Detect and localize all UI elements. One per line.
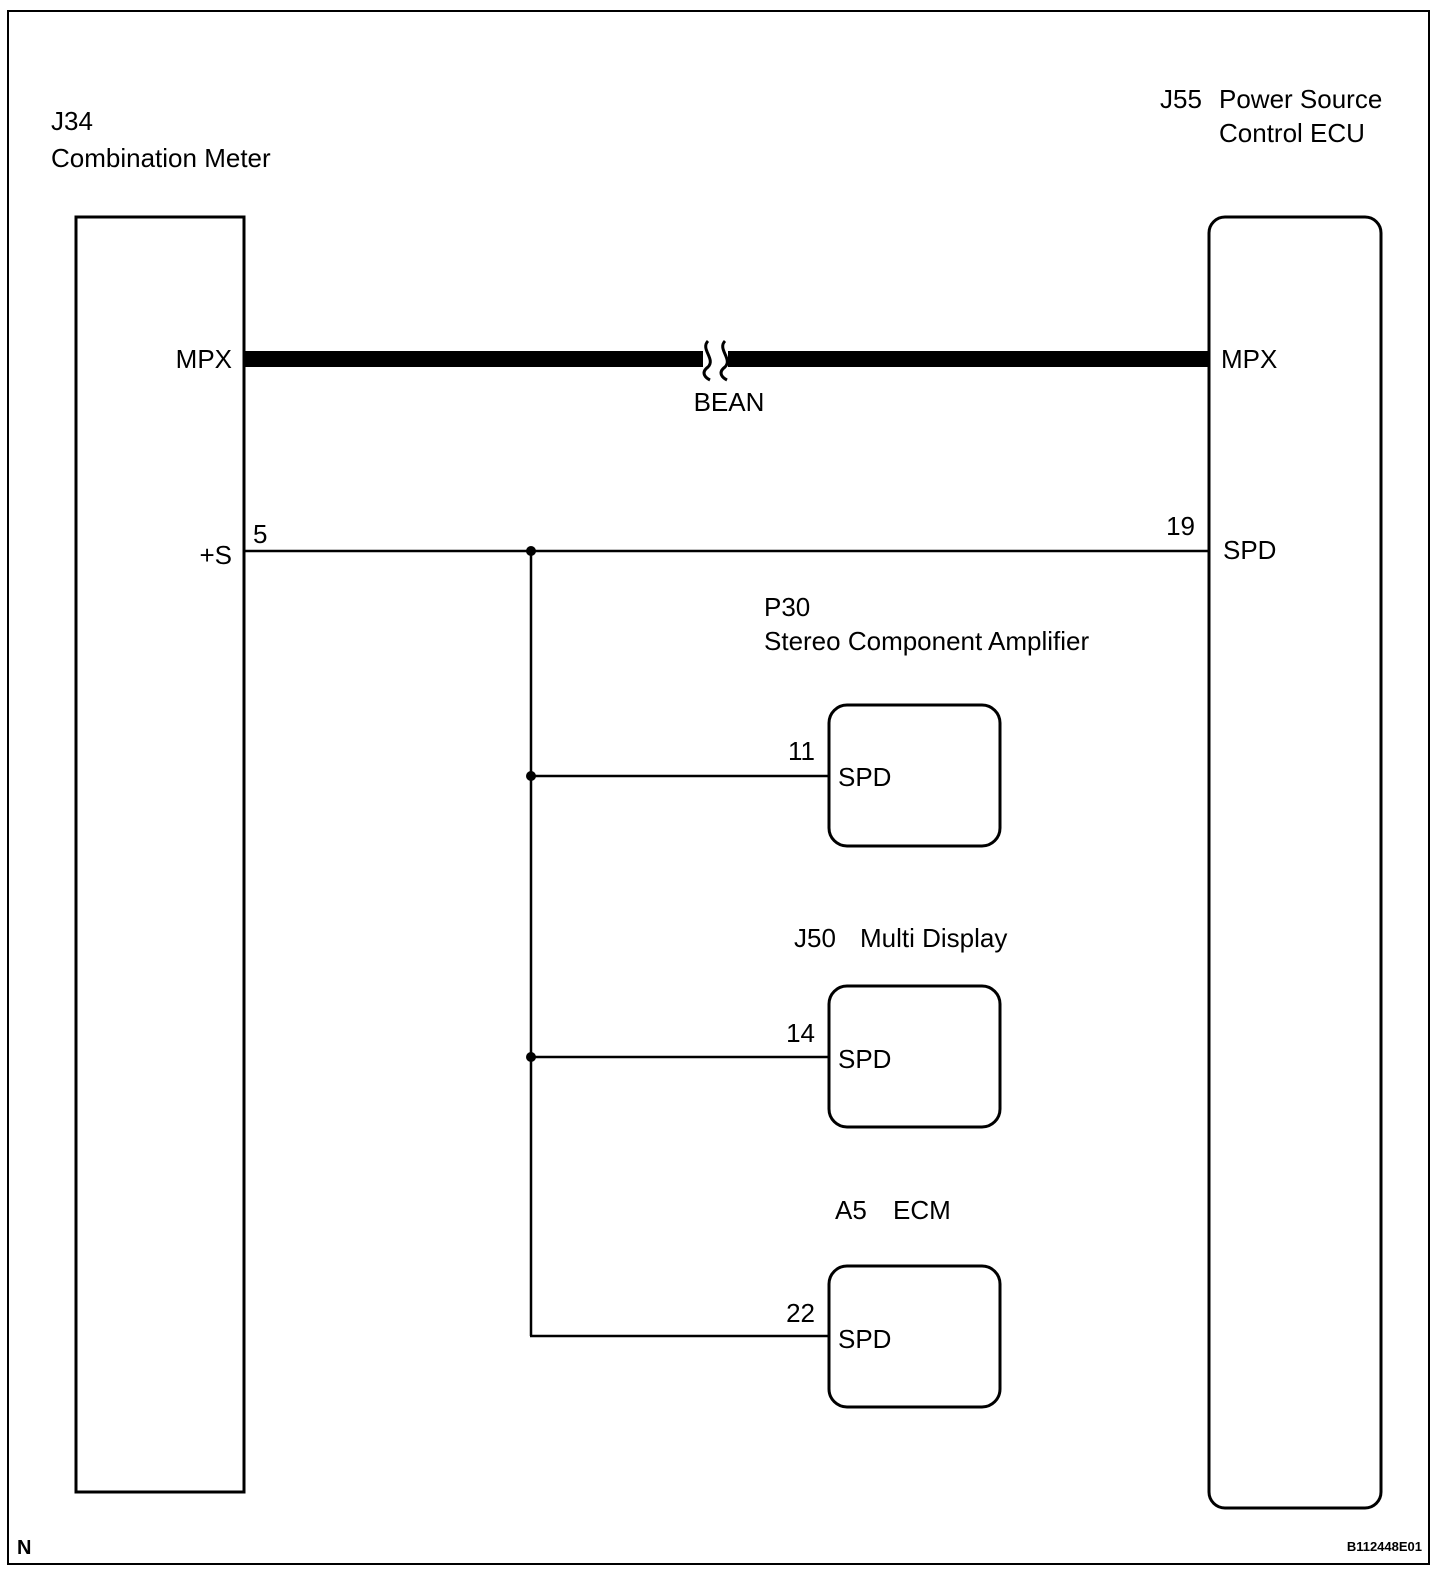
j55-name-line2: Control ECU [1219,118,1365,148]
junction-dot-1 [526,546,536,556]
j34-name: Combination Meter [51,143,271,173]
j34-combination-meter-box [74,215,246,1494]
p30-spd-pin: SPD [838,762,891,792]
bus-break-symbol [702,339,729,382]
j34-code: J34 [51,106,93,136]
a5-spd-pin-number: 22 [786,1298,815,1328]
p30-code: P30 [764,592,810,622]
j55-code: J55 [1160,84,1202,114]
j50-code: J50 [794,923,836,953]
j55-spd-pin: SPD [1223,535,1276,565]
j55-power-source-ecu-box [1207,215,1383,1510]
j55-spd-pin-number: 19 [1166,511,1195,541]
p30-spd-pin-number: 11 [788,736,815,766]
j50-name: Multi Display [860,923,1007,953]
j50-spd-pin-number: 14 [786,1018,815,1048]
a5-spd-pin: SPD [838,1324,891,1354]
figure-code: B112448E01 [1347,1539,1422,1554]
j50-spd-pin: SPD [838,1044,891,1074]
j34-s-pin: +S [199,540,232,570]
corner-letter: N [17,1537,31,1559]
j34-mpx-pin: MPX [176,344,232,374]
p30-name: Stereo Component Amplifier [764,626,1090,656]
diagram-frame [7,10,1430,1565]
a5-name: ECM [893,1195,951,1225]
j55-mpx-pin: MPX [1221,344,1277,374]
a5-code: A5 [835,1195,867,1225]
bean-label: BEAN [694,387,765,417]
j34-s-pin-number: 5 [253,519,267,549]
j55-name-line1: Power Source [1219,84,1382,114]
